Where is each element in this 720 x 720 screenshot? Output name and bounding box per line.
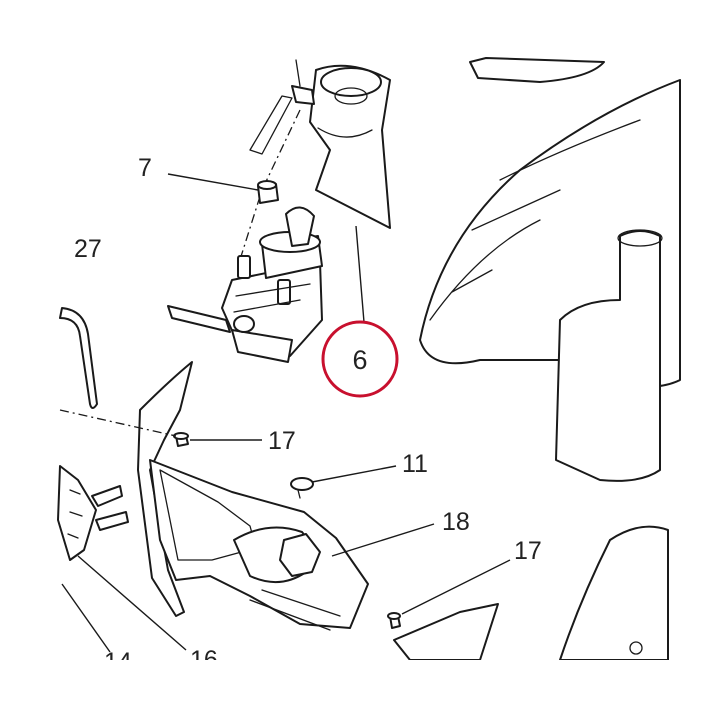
leader-6 (355, 225, 365, 323)
part-16-bracket[interactable] (57, 465, 129, 561)
callout-11: 11 (402, 450, 428, 478)
part-17-screw-lower[interactable] (387, 612, 401, 629)
callout-27: 27 (74, 235, 102, 263)
callout-17-upper: 17 (268, 427, 296, 455)
part-17-screw-upper[interactable] (173, 432, 189, 447)
leader-11 (311, 465, 397, 483)
part-7-sleeve[interactable] (257, 180, 279, 204)
part-18-grip-housing[interactable] (137, 361, 369, 631)
leader-16 (77, 555, 187, 651)
leader-18 (331, 523, 435, 557)
highlight-ring-part-6[interactable] (321, 320, 399, 398)
part-27-rod (59, 307, 98, 409)
part-11-knob[interactable] (290, 477, 314, 499)
callout-17-lower: 17 (514, 537, 542, 565)
leader-17-lower (401, 559, 511, 615)
bottom-crop-mask (0, 660, 720, 720)
leader-7 (167, 173, 259, 191)
axis-line-upper (237, 109, 301, 267)
part-14-line (61, 583, 111, 653)
axis-line-lower (59, 409, 177, 437)
engine-housing (419, 57, 681, 482)
carburetor-assembly[interactable] (167, 206, 323, 363)
callout-18: 18 (442, 508, 470, 536)
callout-7: 7 (138, 154, 152, 182)
callout-6: 6 (352, 345, 367, 375)
lower-right-bracket (393, 525, 669, 661)
part-6-tube-bracket[interactable] (249, 59, 391, 229)
